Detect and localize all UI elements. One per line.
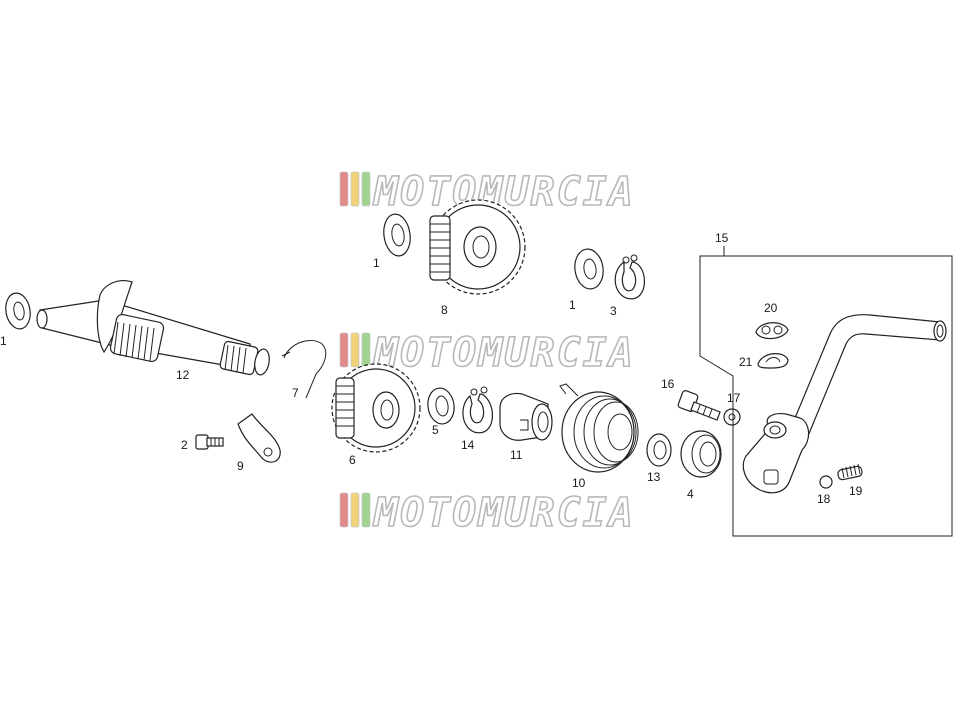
watermark-text-bottom: MOTOMURCIA (372, 490, 635, 536)
label-part-7: 7 (292, 386, 299, 400)
label-part-14: 14 (461, 438, 475, 452)
watermark-bottom: MOTOMURCIA (339, 489, 635, 537)
part-washer-top (383, 213, 411, 257)
part-nut-17 (723, 408, 741, 426)
label-part-10: 10 (572, 476, 586, 490)
label-part-17: 17 (727, 391, 741, 405)
label-part-9: 9 (237, 459, 244, 473)
part-bushing (499, 392, 553, 441)
label-part-18: 18 (817, 492, 831, 506)
label-part-8: 8 (441, 303, 448, 317)
label-part-1-top: 1 (373, 256, 380, 270)
label-part-15: 15 (715, 231, 729, 245)
part-15-assembly-box (699, 246, 953, 537)
label-part-2: 2 (181, 438, 188, 452)
part-spring-19 (837, 463, 863, 481)
label-part-12: 12 (176, 368, 190, 382)
part-washer-right (574, 248, 604, 290)
label-part-6: 6 (349, 453, 356, 467)
part-gear-large (429, 199, 526, 295)
part-ball-18 (819, 475, 833, 489)
label-part-5: 5 (432, 423, 439, 437)
part-retainer-21 (757, 353, 789, 369)
part-bearing (680, 430, 722, 478)
label-part-3: 3 (610, 304, 617, 318)
label-part-1-right: 1 (569, 298, 576, 312)
watermark-text-middle: MOTOMURCIA (372, 330, 635, 376)
part-gear-middle (331, 363, 421, 453)
label-part-11: 11 (510, 448, 523, 462)
part-coil-spring (559, 383, 639, 473)
part-washer-5 (427, 387, 455, 425)
part-spring-clip-20 (755, 322, 789, 340)
part-bolt-16 (677, 390, 721, 421)
label-part-19: 19 (849, 484, 863, 498)
label-part-16: 16 (661, 377, 675, 391)
part-washer-left (5, 292, 31, 330)
watermark-middle: MOTOMURCIA (339, 329, 635, 377)
part-wire-clip (281, 340, 327, 399)
part-seal-ring (646, 433, 672, 467)
part-circlip-top (614, 254, 645, 300)
label-part-21: 21 (739, 355, 753, 369)
label-part-4: 4 (687, 487, 694, 501)
label-part-13: 13 (647, 470, 661, 484)
part-circlip-14 (462, 386, 493, 434)
part-kickstart-shaft (36, 280, 270, 376)
part-bolt-small (195, 434, 224, 450)
label-part-20: 20 (764, 301, 778, 315)
label-part-1-left: 1 (0, 334, 7, 348)
part-kickstart-lever (742, 314, 947, 494)
part-cam-plate (237, 413, 281, 463)
